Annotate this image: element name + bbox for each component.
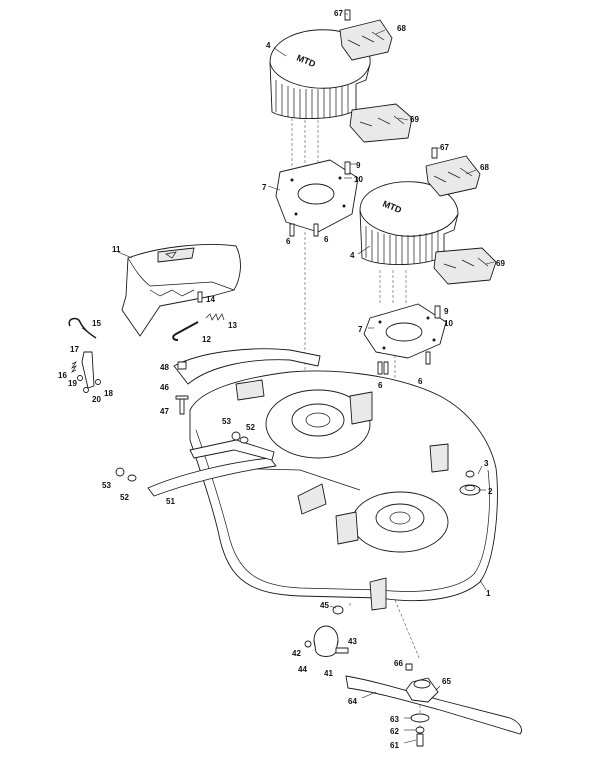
callout-69: 69 bbox=[496, 259, 505, 268]
callout-61: 61 bbox=[390, 741, 399, 750]
callout-15: 15 bbox=[92, 319, 101, 328]
key-66 bbox=[405, 663, 413, 671]
callout-7: 7 bbox=[358, 325, 363, 334]
callout-4: 4 bbox=[266, 41, 271, 50]
pulley-cover-lower: MTD bbox=[359, 181, 459, 265]
lever-17 bbox=[81, 351, 95, 389]
callout-68: 68 bbox=[480, 163, 489, 172]
nut-53-right bbox=[231, 431, 241, 441]
callout-66: 66 bbox=[394, 659, 403, 668]
bolt-9-10-lower bbox=[434, 305, 441, 319]
callout-7: 7 bbox=[262, 183, 267, 192]
bracket-69-upper bbox=[349, 103, 413, 143]
callout-6: 6 bbox=[418, 377, 423, 386]
callout-4: 4 bbox=[350, 251, 355, 260]
callout-14: 14 bbox=[206, 295, 215, 304]
spindle-44 bbox=[313, 625, 339, 657]
washer-63 bbox=[410, 713, 430, 723]
callout-44: 44 bbox=[298, 665, 307, 674]
washer-20 bbox=[83, 387, 89, 393]
bracket-68-upper bbox=[339, 19, 393, 61]
callout-1: 1 bbox=[486, 589, 491, 598]
bolts-6-upper bbox=[289, 223, 319, 237]
callout-48: 48 bbox=[160, 363, 169, 372]
callout-18: 18 bbox=[104, 389, 113, 398]
callout-53: 53 bbox=[102, 481, 111, 490]
mounting-plate-lower bbox=[363, 303, 447, 359]
callout-64: 64 bbox=[348, 697, 357, 706]
callout-16: 16 bbox=[58, 371, 67, 380]
spring-16 bbox=[70, 361, 78, 373]
callout-9: 9 bbox=[356, 161, 361, 170]
callout-6: 6 bbox=[378, 381, 383, 390]
blade-adapter-65 bbox=[405, 677, 439, 703]
rod-12 bbox=[172, 321, 199, 341]
callout-labels: 67 68 4 69 9 10 7 6 6 67 68 4 69 9 10 7 … bbox=[58, 9, 505, 750]
screw-67-upper bbox=[344, 9, 351, 21]
bracket-68-lower bbox=[425, 155, 481, 197]
callout-62: 62 bbox=[390, 727, 399, 736]
callout-45: 45 bbox=[320, 601, 329, 610]
callout-20: 20 bbox=[92, 395, 101, 404]
callout-65: 65 bbox=[442, 677, 451, 686]
bolt-9-10-upper bbox=[344, 161, 351, 175]
callout-11: 11 bbox=[112, 245, 121, 254]
callout-67: 67 bbox=[440, 143, 449, 152]
blade-64 bbox=[345, 675, 522, 735]
leader-lines bbox=[81, 13, 495, 744]
idler-pulley-2 bbox=[459, 484, 481, 496]
callout-10: 10 bbox=[354, 175, 363, 184]
wire-clip-15 bbox=[68, 317, 97, 339]
callout-2: 2 bbox=[488, 487, 493, 496]
callout-9: 9 bbox=[444, 307, 449, 316]
pulley-cover-upper: MTD bbox=[269, 29, 371, 119]
callout-6: 6 bbox=[324, 235, 329, 244]
shaft-41-43 bbox=[335, 647, 349, 654]
washer-52-right bbox=[239, 436, 249, 444]
callout-3: 3 bbox=[484, 459, 489, 468]
callout-68: 68 bbox=[397, 24, 406, 33]
callout-67: 67 bbox=[334, 9, 343, 18]
discharge-chute bbox=[121, 244, 241, 337]
callout-53: 53 bbox=[222, 417, 231, 426]
nut-53-left bbox=[115, 467, 125, 477]
front-bracket-46 bbox=[173, 348, 321, 385]
bolt-61 bbox=[416, 733, 424, 747]
cover-fins-upper bbox=[275, 80, 349, 119]
callout-46: 46 bbox=[160, 383, 169, 392]
callout-42: 42 bbox=[292, 649, 301, 658]
callout-6: 6 bbox=[286, 237, 291, 246]
bracket-69-lower bbox=[433, 247, 497, 285]
lock-washer-62 bbox=[415, 726, 425, 734]
callout-52: 52 bbox=[246, 423, 255, 432]
callout-12: 12 bbox=[202, 335, 211, 344]
callout-19: 19 bbox=[68, 379, 77, 388]
callout-47: 47 bbox=[160, 407, 169, 416]
bolts-6-lower bbox=[377, 351, 431, 375]
spring-13 bbox=[205, 313, 225, 321]
deck-housing bbox=[189, 370, 498, 611]
washer-42 bbox=[304, 640, 312, 648]
callout-63: 63 bbox=[390, 715, 399, 724]
mounting-plate-upper bbox=[275, 159, 359, 233]
screw-67-lower bbox=[431, 147, 438, 159]
pin-19 bbox=[77, 375, 83, 381]
nut-3 bbox=[465, 470, 475, 478]
callout-69: 69 bbox=[410, 115, 419, 124]
bolt-18 bbox=[95, 379, 101, 385]
screw-14 bbox=[197, 291, 203, 303]
callout-13: 13 bbox=[228, 321, 237, 330]
callout-52: 52 bbox=[120, 493, 129, 502]
washer-52-left bbox=[127, 474, 137, 482]
callout-51: 51 bbox=[166, 497, 175, 506]
callout-10: 10 bbox=[444, 319, 453, 328]
callout-43: 43 bbox=[348, 637, 357, 646]
bolt-47 bbox=[175, 395, 189, 415]
callout-41: 41 bbox=[324, 669, 333, 678]
callout-17: 17 bbox=[70, 345, 79, 354]
nut-48 bbox=[177, 361, 187, 370]
